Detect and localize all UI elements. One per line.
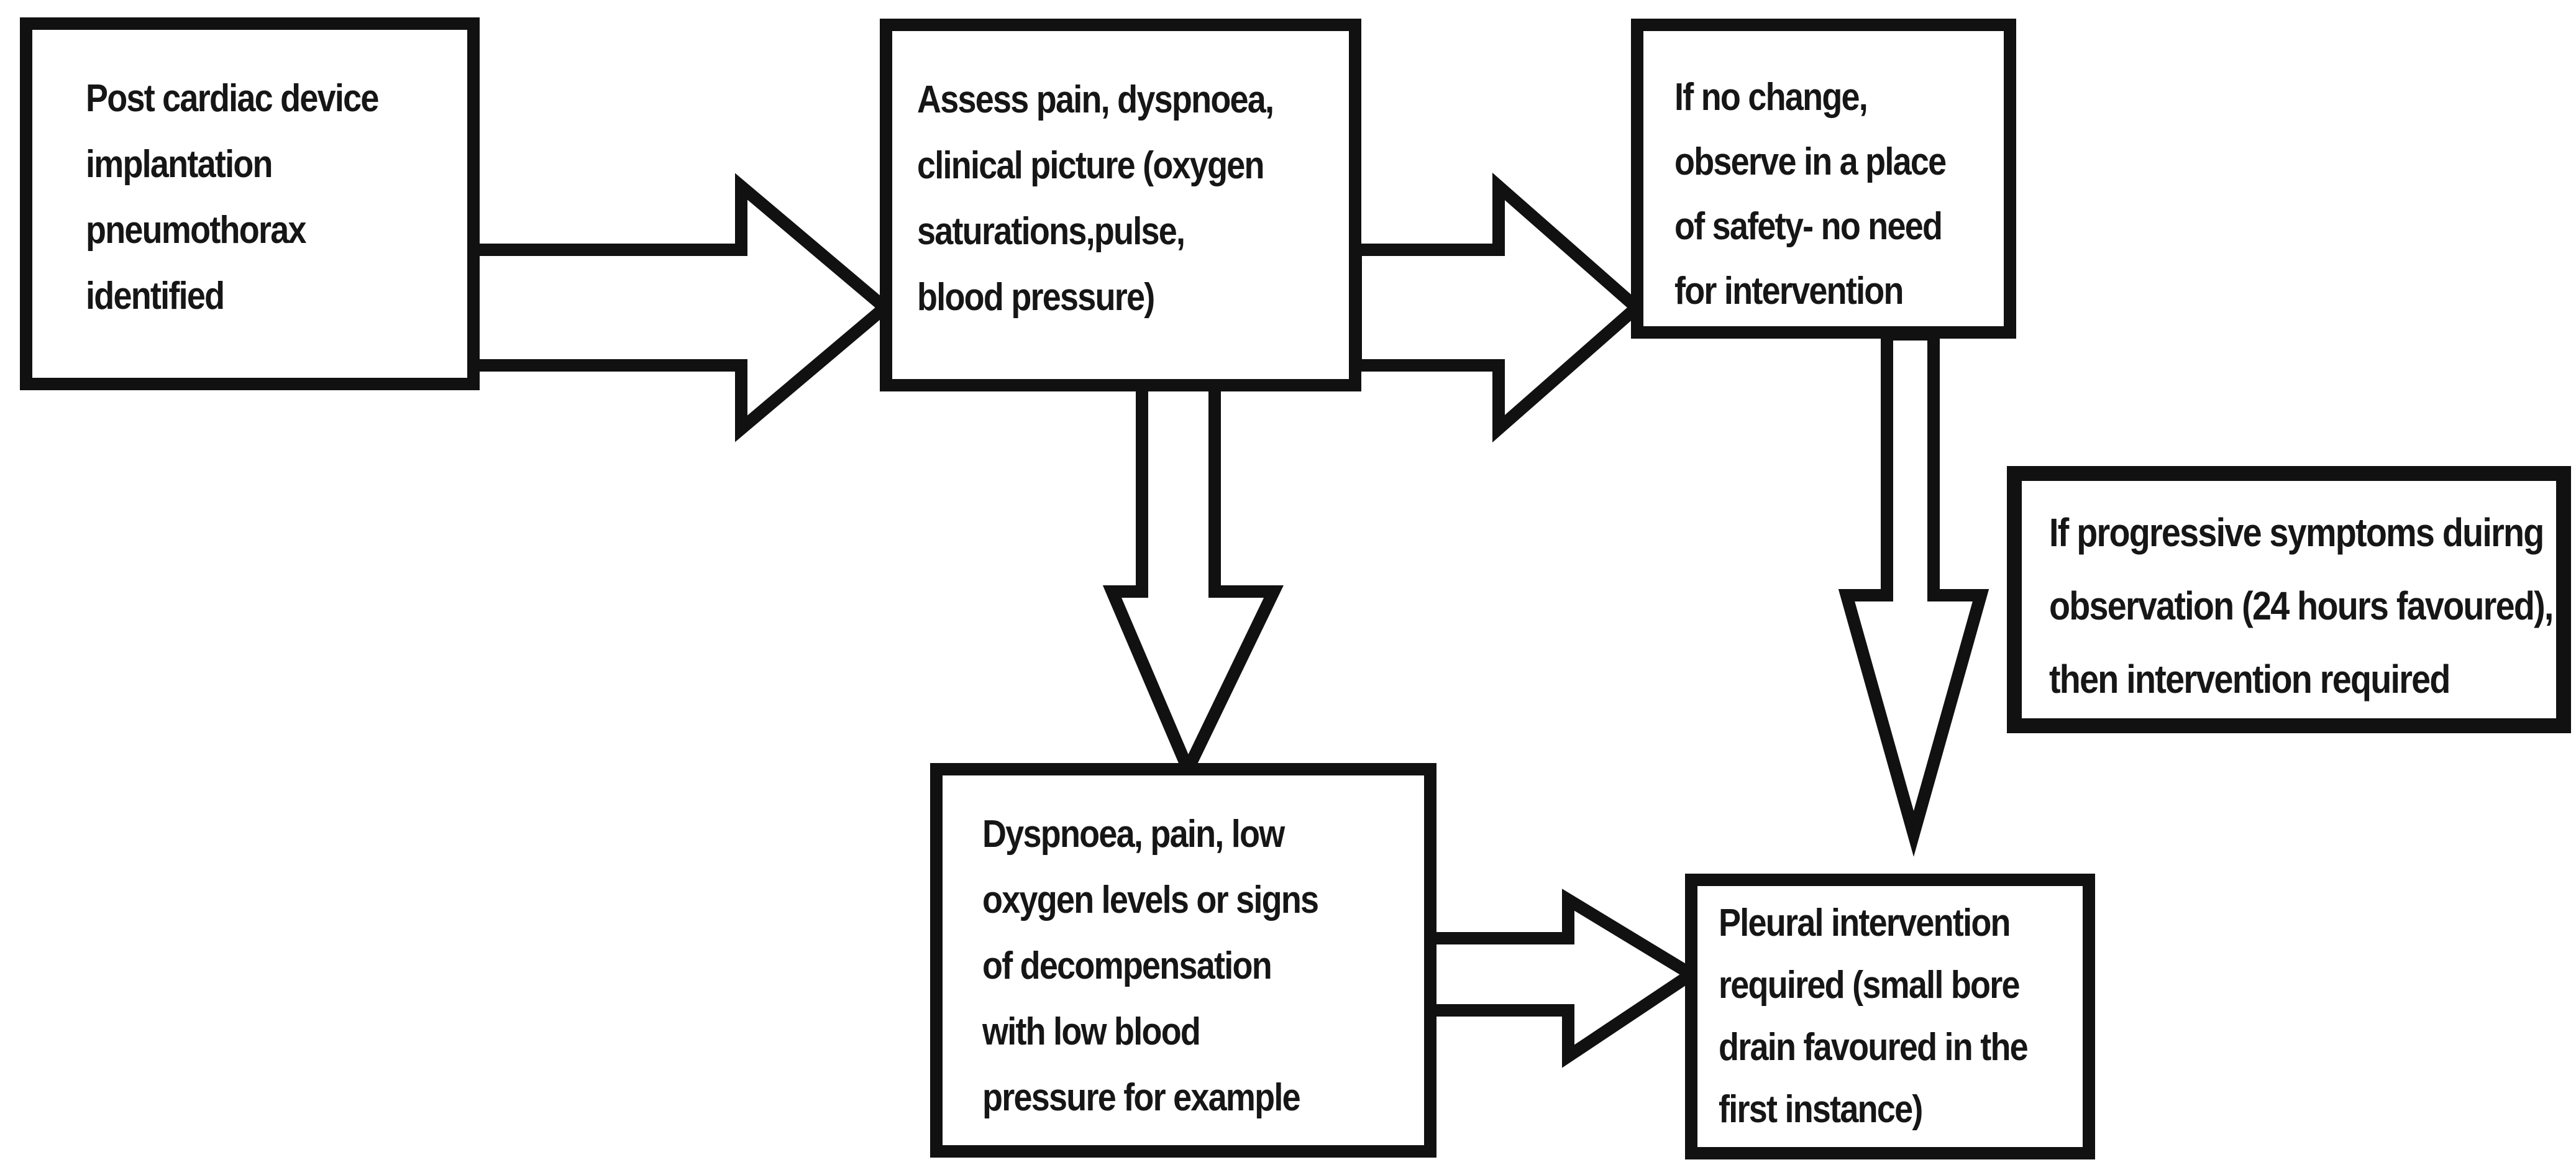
flow-node-assess: Assess pain, dyspnoea, clinical picture …: [880, 19, 1361, 391]
flow-node-start: Post cardiac device implantation pneumot…: [20, 17, 480, 390]
flow-node-label: If no change, observe in a place of safe…: [1674, 76, 1947, 313]
flow-node-label: Post cardiac device implantation pneumot…: [86, 77, 379, 318]
arrow-right-icon-start-to-assess: [467, 173, 895, 442]
flow-node-deterioration-signs: Dyspnoea, pain, low oxygen levels or sig…: [930, 763, 1436, 1158]
flow-node-label: Assess pain, dyspnoea, clinical picture …: [917, 78, 1274, 319]
arrow-down-icon-assess-to-deterioration: [1102, 379, 1284, 785]
arrow-right-icon-deterioration-to-intervention: [1423, 889, 1703, 1068]
flow-node-progressive-symptoms-note: If progressive symptoms duirng observati…: [2007, 466, 2571, 733]
flow-node-pleural-intervention: Pleural intervention required (small bor…: [1685, 874, 2095, 1159]
arrow-down-icon-observe-to-intervention: [1838, 328, 1989, 857]
flow-node-label: If progressive symptoms duirng observati…: [2049, 510, 2554, 702]
flow-node-label: Dyspnoea, pain, low oxygen levels or sig…: [982, 813, 1319, 1119]
arrow-right-icon-assess-to-observe: [1350, 172, 1647, 443]
flow-node-no-change-observe: If no change, observe in a place of safe…: [1631, 19, 2016, 339]
flow-node-label: Pleural intervention required (small bor…: [1719, 902, 2029, 1131]
